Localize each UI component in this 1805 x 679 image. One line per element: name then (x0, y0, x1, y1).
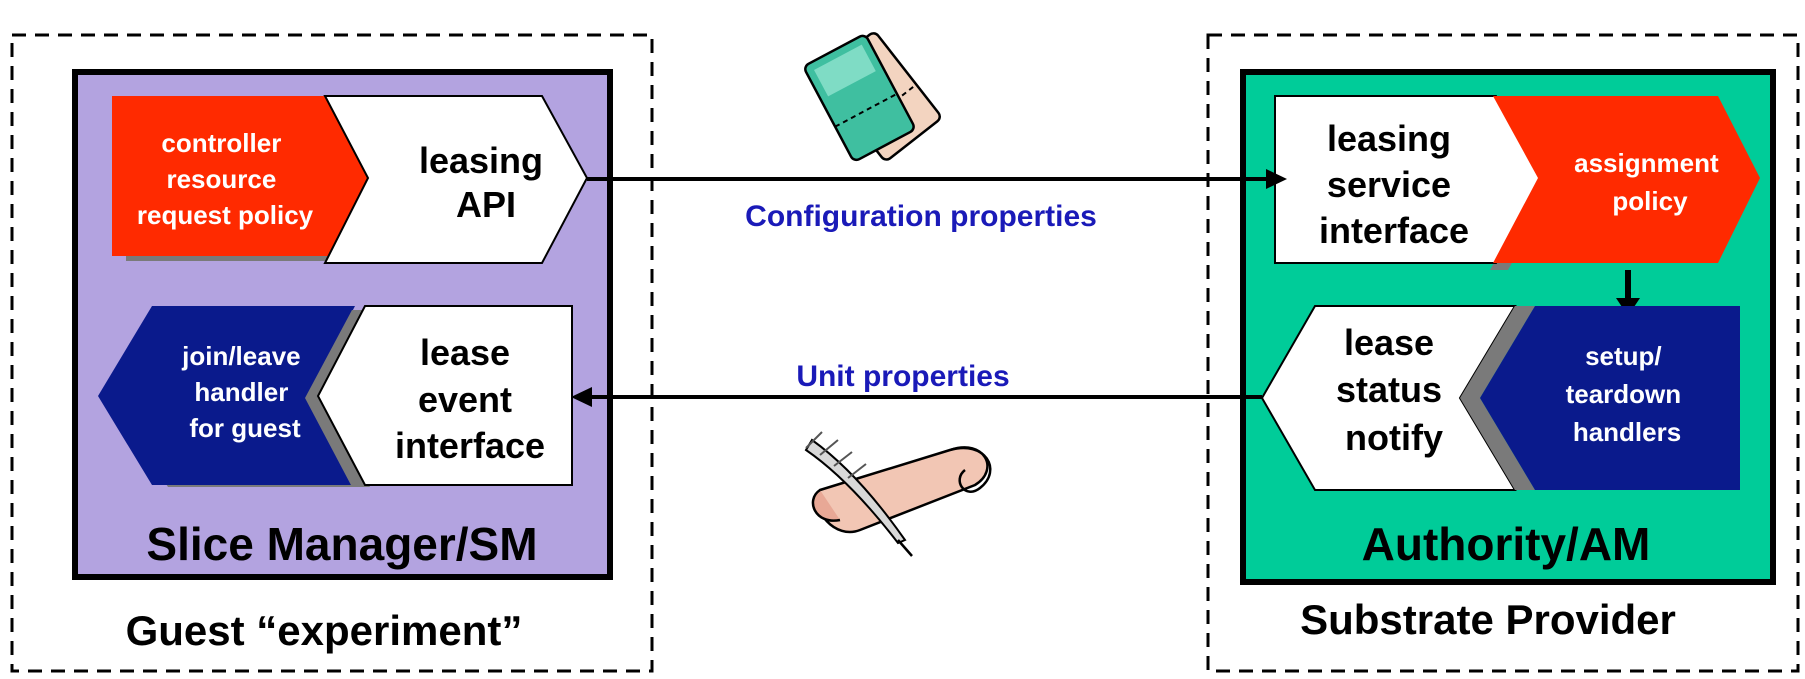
lease-event-label: lease event interface (395, 332, 545, 466)
assignment-policy-label: assignment policy (1574, 148, 1726, 216)
slice-manager-title: Slice Manager/SM (146, 518, 537, 570)
provider-region-border (1206, 33, 1800, 673)
configuration-arrowhead (1266, 169, 1287, 189)
controller-policy-label: controller resource request policy (137, 128, 314, 230)
ticket-icon (804, 32, 941, 162)
guest-region-border (10, 33, 654, 673)
assignment-policy-shape (1493, 96, 1760, 263)
setup-handlers-shape (1480, 306, 1740, 490)
scroll-quill-icon (804, 431, 992, 557)
join-leave-label: join/leave handler for guest (181, 341, 308, 443)
configuration-properties-label: Configuration properties (745, 200, 1097, 233)
guest-caption: Guest “experiment” (126, 607, 523, 654)
authority-title: Authority/AM (1362, 518, 1651, 570)
setup-handlers-label: setup/ teardown handlers (1566, 341, 1689, 447)
lease-status-label: lease status notify (1336, 322, 1452, 458)
controller-policy-shape (112, 96, 370, 256)
lease-status-shadow (1460, 306, 1535, 490)
lease-event-shadow (305, 310, 370, 487)
unit-properties-label: Unit properties (796, 360, 1009, 393)
leasing-api-label: leasing API (419, 140, 553, 225)
provider-caption: Substrate Provider (1300, 596, 1676, 643)
unit-arrowhead (571, 387, 592, 407)
lease-event-shape (316, 305, 573, 486)
leasing-service-label: leasing service interface (1319, 118, 1469, 251)
leasing-api-shape (323, 95, 589, 264)
join-leave-shape (98, 306, 355, 485)
